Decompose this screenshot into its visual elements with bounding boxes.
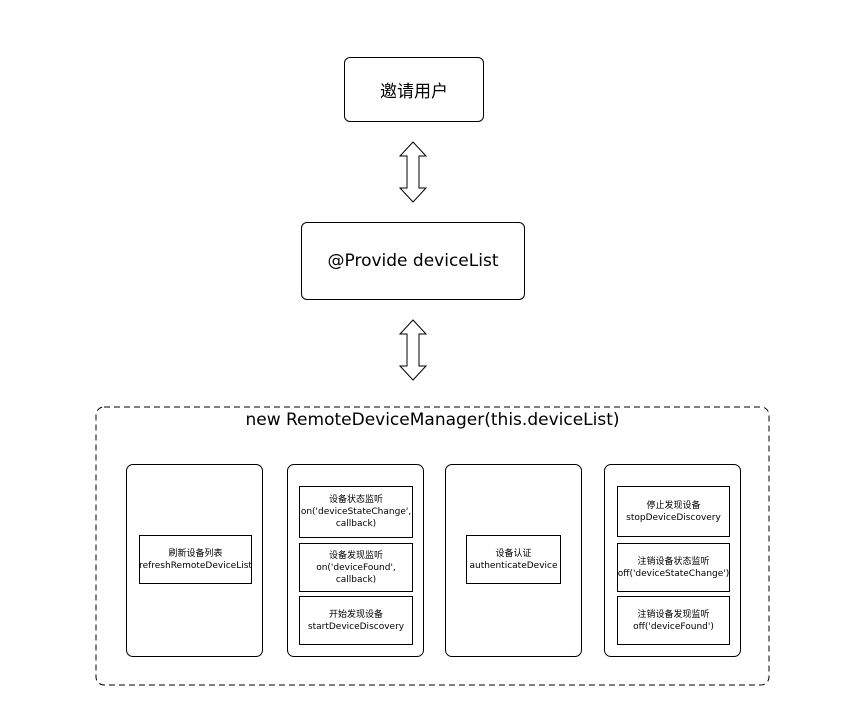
stop-discovery-en: stopDeviceDiscovery [626, 512, 721, 523]
double-arrow-invite-provide [398, 141, 428, 203]
device-state-listen-box: 设备状态监听 on('deviceStateChange', callback) [299, 486, 413, 538]
authenticate-box: 设备认证 authenticateDevice [466, 535, 561, 584]
authenticate-cn: 设备认证 [495, 548, 532, 559]
off-found-listen-box: 注销设备发现监听 off('deviceFound') [617, 596, 730, 645]
device-found-listen-box: 设备发现监听 on('deviceFound', callback) [299, 543, 413, 592]
off-found-en: off('deviceFound') [633, 621, 714, 632]
provide-device-list-label: @Provide deviceList [327, 251, 499, 271]
off-state-cn: 注销设备状态监听 [637, 556, 710, 567]
start-discovery-box: 开始发现设备 startDeviceDiscovery [299, 596, 413, 645]
found-listen-cn: 设备发现监听 [328, 550, 383, 561]
refresh-en: refreshRemoteDeviceList [139, 560, 252, 571]
manager-title: new RemoteDeviceManager(this.deviceList) [245, 410, 620, 430]
authenticate-en: authenticateDevice [469, 560, 558, 571]
off-found-cn: 注销设备发现监听 [637, 609, 710, 620]
found-listen-en: on('deviceFound', [316, 562, 396, 573]
off-state-listen-box: 注销设备状态监听 off('deviceStateChange') [617, 543, 730, 592]
refresh-cn: 刷新设备列表 [168, 548, 223, 559]
stop-discovery-box: 停止发现设备 stopDeviceDiscovery [617, 486, 730, 537]
invite-user-label: 邀请用户 [380, 82, 448, 102]
start-discovery-en: startDeviceDiscovery [307, 621, 405, 632]
provide-device-list-box: @Provide deviceList [301, 222, 525, 300]
found-listen-en2: callback) [335, 574, 377, 585]
double-arrow-provide-manager [398, 319, 428, 381]
state-listen-en: on('deviceStateChange', [300, 507, 412, 517]
stop-discovery-cn: 停止发现设备 [646, 500, 701, 511]
refresh-device-list-box: 刷新设备列表 refreshRemoteDeviceList [139, 535, 252, 584]
invite-user-box: 邀请用户 [344, 57, 484, 122]
state-listen-en2: callback) [335, 519, 377, 529]
off-state-en: off('deviceStateChange') [617, 568, 730, 579]
state-listen-cn: 设备状态监听 [328, 495, 383, 505]
manager-frame [95, 406, 770, 686]
start-discovery-cn: 开始发现设备 [328, 609, 383, 620]
